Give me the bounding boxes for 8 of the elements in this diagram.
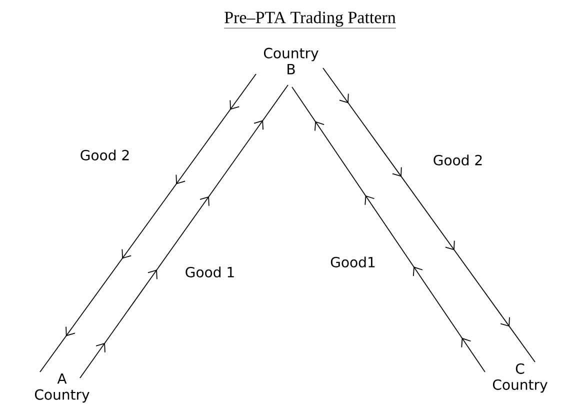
country-label: C Country xyxy=(492,363,548,393)
edge-label: Good1 xyxy=(329,256,377,268)
country-label: A Country xyxy=(34,373,90,403)
country-label: Country B xyxy=(264,48,318,74)
title: Pre–PTA Trading Pattern xyxy=(224,11,396,28)
edge-label: Good 2 xyxy=(78,148,132,162)
edge-label: Good 1 xyxy=(184,266,236,278)
edge-label: Good 2 xyxy=(432,154,484,166)
